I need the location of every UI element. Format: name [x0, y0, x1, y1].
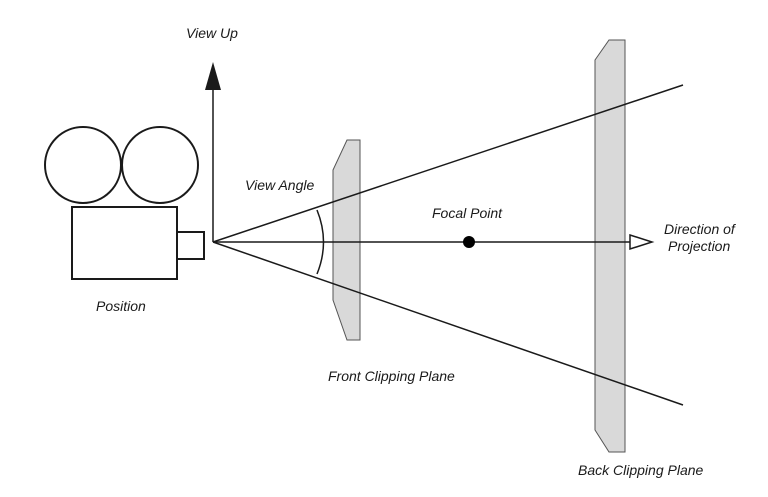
- camera-reel-left: [44, 126, 122, 204]
- direction-of-projection-label-line1: Direction of: [664, 221, 737, 237]
- camera-lens: [176, 231, 205, 260]
- focal-point-label: Focal Point: [432, 205, 503, 221]
- back-clipping-plane-label: Back Clipping Plane: [578, 462, 704, 478]
- front-clipping-plane-label: Front Clipping Plane: [328, 368, 455, 384]
- view-angle-label: View Angle: [245, 177, 314, 193]
- direction-of-projection-label-line2: Projection: [668, 238, 730, 254]
- focal-point-dot: [463, 236, 475, 248]
- direction-arrowhead-icon: [629, 233, 655, 251]
- back-clipping-plane: [594, 39, 626, 453]
- view-angle-arc: [316, 209, 325, 275]
- camera-reel-right: [121, 126, 199, 204]
- front-clipping-plane: [332, 139, 361, 341]
- view-up-label: View Up: [186, 25, 238, 41]
- camera-body: [71, 206, 178, 280]
- frustum-upper-line: [212, 84, 684, 243]
- frustum-lower-line: [212, 241, 684, 406]
- position-label: Position: [96, 298, 146, 314]
- camera-icon: [44, 126, 205, 280]
- view-up-arrowhead-icon: [205, 62, 221, 90]
